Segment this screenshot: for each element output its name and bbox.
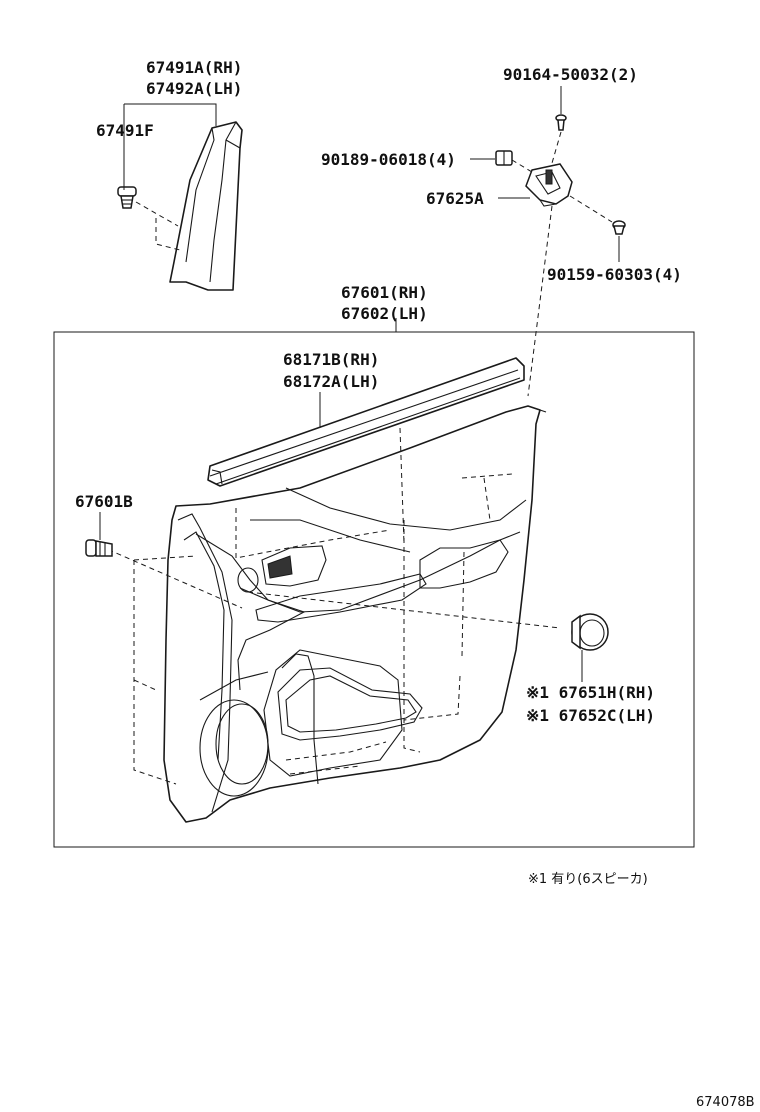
label-panel-lh: 67602(LH)	[341, 304, 428, 323]
screw-top-dash	[549, 131, 562, 171]
label-weatherstrip-rh: 68171B(RH)	[283, 350, 379, 369]
label-garnish-rh: 67491A(RH)	[146, 58, 242, 77]
bracket-icon	[525, 163, 573, 207]
garnish-label-leader	[124, 103, 217, 126]
label-weatherstrip-lh: 68172A(LH)	[283, 372, 379, 391]
label-panel-clip: 67601B	[75, 492, 133, 511]
weatherstrip-part	[207, 357, 525, 487]
label-screw-top: 90164-50032(2)	[503, 65, 638, 84]
label-panel-rh: 67601(RH)	[341, 283, 428, 302]
footnote: ※1 有り(6スピーカ)	[528, 872, 648, 887]
label-garnish-lh: 67492A(LH)	[146, 79, 242, 98]
figure-id: 674078B	[696, 1095, 755, 1110]
panel-dashed-guides	[99, 427, 561, 785]
bracket-panel-dash	[527, 205, 553, 397]
panel-frame-box	[53, 331, 695, 848]
screw-icon	[612, 220, 626, 235]
screw-icon	[555, 114, 567, 131]
label-nut: 90189-06018(4)	[321, 150, 456, 169]
label-screw-side: 90159-60303(4)	[547, 265, 682, 284]
garnish-trim-part	[169, 121, 243, 291]
nut-dash	[511, 159, 533, 173]
nut-icon	[495, 150, 513, 166]
clip-icon	[85, 539, 113, 557]
label-garnish-clip: 67491F	[96, 121, 154, 140]
clip-icon	[117, 186, 137, 209]
garnish-clip-leader	[135, 201, 181, 251]
label-grille-lh: ※1 67652C(LH)	[526, 706, 655, 725]
screw-side-dash	[569, 195, 613, 223]
label-grille-rh: ※1 67651H(RH)	[526, 683, 655, 702]
label-bracket: 67625A	[426, 189, 484, 208]
speaker-grille-icon	[571, 613, 609, 651]
door-panel-part	[163, 405, 547, 823]
